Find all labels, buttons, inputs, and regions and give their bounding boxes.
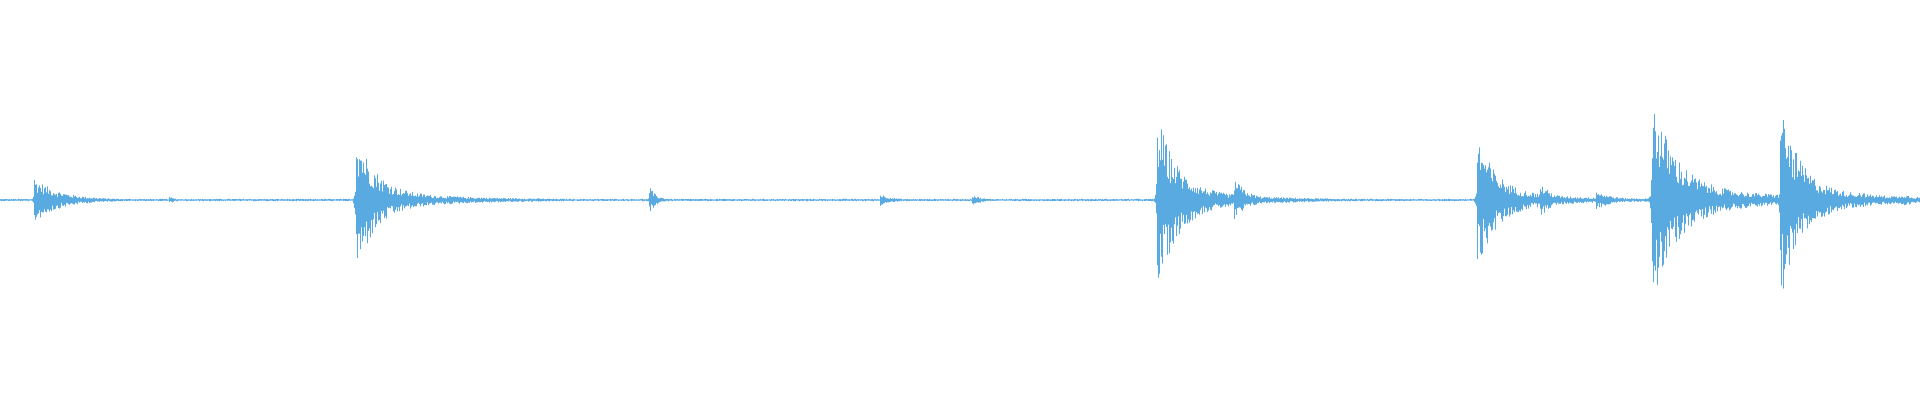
waveform-trace — [0, 113, 1920, 289]
